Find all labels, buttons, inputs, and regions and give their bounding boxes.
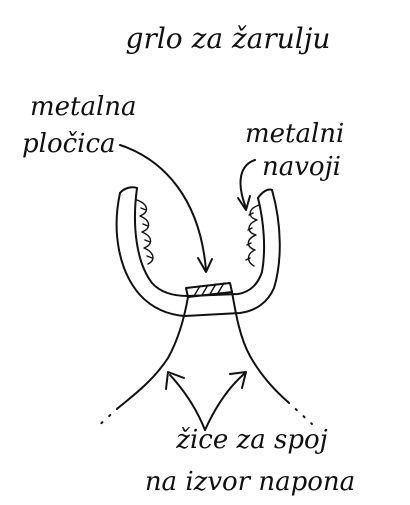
label-thread-line1: metalni <box>245 119 344 149</box>
arrow-to-threads <box>238 160 255 210</box>
right-threads <box>246 205 259 266</box>
arrow-to-plate <box>120 145 212 272</box>
label-plate-line1: metalna <box>30 92 137 122</box>
label-plate-line2: pločica <box>22 129 116 159</box>
label-wires-line2: na izvor napona <box>145 467 355 497</box>
label-thread-line2: navoji <box>262 152 341 182</box>
wires <box>96 292 312 428</box>
arrows-to-wires <box>166 372 246 430</box>
label-wires-line1: žice za spoj <box>175 425 327 455</box>
diagram-title: grlo za žarulju <box>126 22 331 55</box>
